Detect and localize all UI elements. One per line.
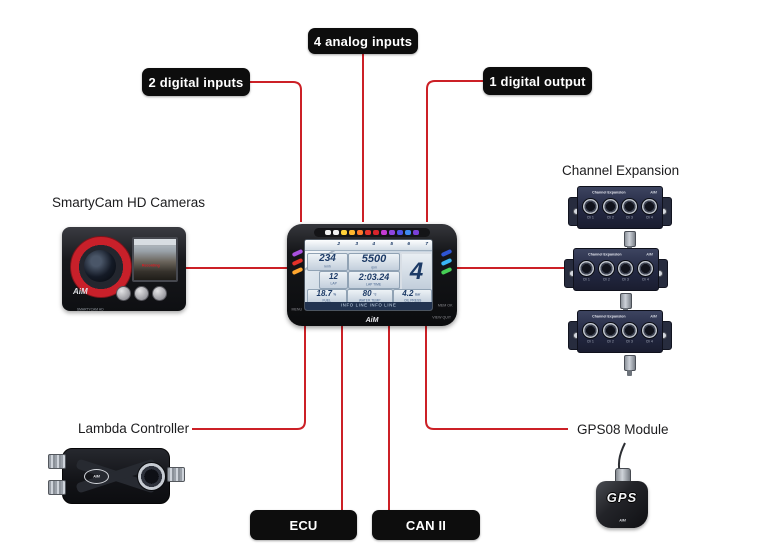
right-alarm-leds xyxy=(440,248,453,276)
hose-fitting xyxy=(48,480,66,495)
label-channel-expansion: Channel Expansion xyxy=(562,163,680,178)
camera-button-1 xyxy=(116,286,131,301)
wire-digital-inputs xyxy=(250,81,302,222)
connector-ch2 xyxy=(597,260,615,277)
connector-ch4 xyxy=(640,322,658,339)
gps-module: GPS AiM xyxy=(596,481,648,528)
mem-button-label: MEM OK xyxy=(437,304,453,308)
aim-logo: AiM xyxy=(650,191,657,195)
aim-logo: AiM xyxy=(73,287,88,296)
channel-connectors xyxy=(574,260,658,277)
module-title: Channel Expansion xyxy=(588,253,622,257)
camera-button-2 xyxy=(134,286,149,301)
label-digital-output: 1 digital output xyxy=(483,67,592,95)
module-cable-connector xyxy=(624,231,636,252)
aim-logo: AiM xyxy=(618,519,626,523)
module-body: Channel Expansion AiM Ch 1 Ch 2 Ch 3 Ch … xyxy=(573,248,659,291)
laptime-cell: 2:03.24 LAP TIME xyxy=(348,271,400,289)
connector-ch3 xyxy=(621,322,639,339)
wire-lambda xyxy=(192,322,306,430)
camera-screen: Recording xyxy=(132,237,178,282)
connector-ch3 xyxy=(621,198,639,215)
lambda-controller: AiM xyxy=(48,448,185,504)
connector-ch1 xyxy=(582,322,600,339)
module-body: Channel Expansion AiM Ch 1 Ch 2 Ch 3 Ch … xyxy=(577,186,663,229)
speed-cell: 234 kmh xyxy=(307,253,348,271)
connector-ch4 xyxy=(640,198,658,215)
channel-labels: Ch 1 Ch 2 Ch 3 Ch 4 xyxy=(583,278,649,282)
label-can2: CAN II xyxy=(372,510,480,540)
label-gps: GPS08 Module xyxy=(577,422,669,437)
aim-logo: AiM xyxy=(84,469,109,484)
label-analog-inputs: 4 analog inputs xyxy=(308,28,418,54)
lap-cell: 12 LAP xyxy=(319,271,348,289)
connector-ch4 xyxy=(636,260,654,277)
connector-ch3 xyxy=(617,260,635,277)
gear-indicator: 4 xyxy=(400,252,432,291)
camera-button-3 xyxy=(152,286,167,301)
menu-button-label: MENU xyxy=(291,308,303,312)
channel-labels: Ch 1 Ch 2 Ch 3 Ch 4 xyxy=(587,340,653,344)
view-button-label: VIEW QUIT xyxy=(431,316,451,320)
camera-lens xyxy=(84,250,116,282)
aim-logo: AiM xyxy=(650,315,657,319)
camera-recording-status: Recording xyxy=(141,264,160,268)
label-lambda: Lambda Controller xyxy=(78,421,190,436)
channel-connectors xyxy=(578,322,662,339)
channel-labels: Ch 1 Ch 2 Ch 3 Ch 4 xyxy=(587,216,653,220)
module-title: Channel Expansion xyxy=(592,315,626,319)
channel-connectors xyxy=(578,198,662,215)
channel-expansion-module-1: Channel Expansion AiM Ch 1 Ch 2 Ch 3 Ch … xyxy=(568,186,672,252)
connector-ch2 xyxy=(601,198,619,215)
camera-model-label: SMARTYCAM HD xyxy=(76,308,104,312)
label-digital-inputs: 2 digital inputs xyxy=(142,68,250,96)
label-ecu: ECU xyxy=(250,510,357,540)
left-alarm-leds xyxy=(291,248,304,276)
aim-logo: AiM xyxy=(646,253,653,257)
module-title: Channel Expansion xyxy=(592,191,626,195)
connector-ch2 xyxy=(601,322,619,339)
gps-label-text: GPS xyxy=(606,490,638,505)
lambda-connector xyxy=(137,462,166,491)
hose-fitting xyxy=(48,454,66,469)
shift-light-strip xyxy=(314,228,430,237)
module-body: Channel Expansion AiM Ch 1 Ch 2 Ch 3 Ch … xyxy=(577,310,663,353)
hose-fitting xyxy=(167,467,185,482)
channel-expansion-module-2: Channel Expansion AiM Ch 1 Ch 2 Ch 3 Ch … xyxy=(564,248,668,314)
camera-screen-statusbar xyxy=(134,239,176,246)
module-cable-connector xyxy=(620,293,632,314)
wire-digital-output xyxy=(426,80,483,222)
channel-expansion-module-3: Channel Expansion AiM Ch 1 Ch 2 Ch 3 Ch … xyxy=(568,310,672,376)
aim-logo: AiM xyxy=(365,317,379,324)
connector-ch1 xyxy=(578,260,596,277)
connector-ch1 xyxy=(582,198,600,215)
module-cable-connector xyxy=(624,355,636,376)
label-smartycam: SmartyCam HD Cameras xyxy=(52,195,206,210)
rpm-cell: 5500 rpm xyxy=(348,253,400,271)
wire-gps xyxy=(425,322,568,430)
smartycam-camera: Recording AiM SMARTYCAM HD xyxy=(62,227,186,312)
info-line-bar: INFO LINE INFO LINE xyxy=(305,302,432,310)
